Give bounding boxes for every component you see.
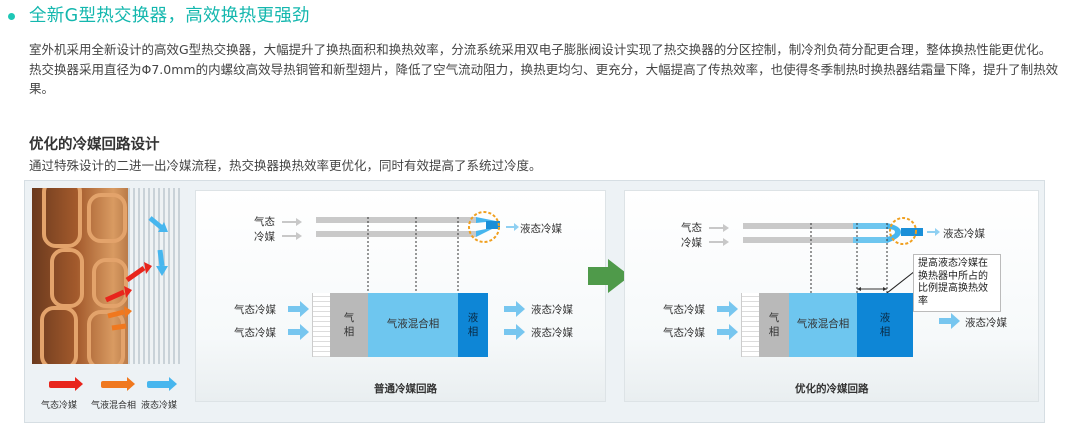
liquid-phase-zone: 液 相 [458, 293, 488, 357]
legend-item-liquid: 液态冷媒 [141, 377, 177, 411]
gas-inlet-label-2: 气态冷媒 [234, 327, 276, 339]
normal-circuit-pipes [282, 211, 525, 340]
mixed-phase-zone: 气液混合相 [368, 293, 458, 357]
liquid-outlet-label-1: 液态冷媒 [531, 304, 573, 316]
copper-tube [87, 310, 125, 364]
intro-paragraph: 室外机采用全新设计的高效G型热交换器，大幅提升了换热面积和换热效率，分流系统采用… [29, 42, 1059, 96]
top-outlet-label: 液态冷媒 [520, 223, 562, 235]
bullet-dot-icon [8, 12, 15, 20]
optimized-circuit-pipes [709, 217, 960, 340]
top-inlet-label-1: 气态 [254, 216, 275, 228]
section-heading: 全新G型热交换器，高效换热更强劲 [8, 2, 310, 26]
fin-stack [312, 293, 330, 357]
liquid-outlet-label: 液态冷媒 [965, 317, 1007, 329]
gas-inlet-label-1: 气态冷媒 [234, 304, 276, 316]
transition-arrow-icon [588, 259, 630, 293]
copper-tube [87, 193, 127, 243]
blue-arrow-icon [147, 377, 177, 391]
flow-legend: 气态冷媒 气液混合相 液态冷媒 [35, 377, 185, 415]
normal-circuit-panel: 气态 冷媒 液态冷媒 气态冷媒 气态冷媒 气 相 气液混合 [195, 190, 606, 402]
refrigerant-circuit-figure: 气态冷媒 气液混合相 液态冷媒 气态 冷媒 [24, 180, 1045, 423]
top-inlet-label-2: 冷媒 [681, 237, 702, 249]
red-arrow-icon [49, 377, 83, 391]
top-inlet-label-1: 气态 [681, 222, 702, 234]
flow-arrows-overlay [104, 216, 168, 331]
heat-exchanger-photo [32, 188, 180, 364]
copper-tube [40, 306, 78, 364]
legend-item-mix: 气液混合相 [91, 377, 136, 411]
gas-inlet-label-1: 气态冷媒 [663, 304, 705, 316]
callout-note: 提高液态冷媒在换热器中所占的比例提高换热效率 [913, 254, 1001, 312]
mixed-phase-zone: 气液混合相 [789, 293, 857, 357]
top-outlet-label: 液态冷媒 [943, 228, 985, 240]
gas-phase-zone: 气 相 [330, 293, 368, 357]
liquid-phase-zone: 液 相 [857, 293, 913, 357]
legend-item-gas: 气态冷媒 [41, 377, 83, 411]
page-title: 全新G型热交换器，高效换热更强劲 [29, 5, 310, 26]
panel-caption: 普通冷媒回路 [374, 383, 437, 395]
liquid-outlet-label-2: 液态冷媒 [531, 327, 573, 339]
copper-tube [92, 258, 128, 308]
top-inlet-label-2: 冷媒 [254, 231, 275, 243]
fin-stack [741, 293, 759, 357]
orange-arrow-icon [101, 377, 135, 391]
section-description: 通过特殊设计的二进一出冷媒流程，热交换器换热效率更优化，同时有效提高了系统过冷度… [29, 158, 542, 173]
gas-inlet-label-2: 气态冷媒 [663, 327, 705, 339]
copper-tube [42, 188, 82, 248]
optimized-circuit-panel: 气态 冷媒 液态冷媒 气态冷媒 气态冷媒 [624, 190, 1039, 402]
section-title: 优化的冷媒回路设计 [29, 137, 160, 153]
gas-phase-zone: 气 相 [759, 293, 789, 357]
panel-caption: 优化的冷媒回路 [795, 383, 869, 395]
